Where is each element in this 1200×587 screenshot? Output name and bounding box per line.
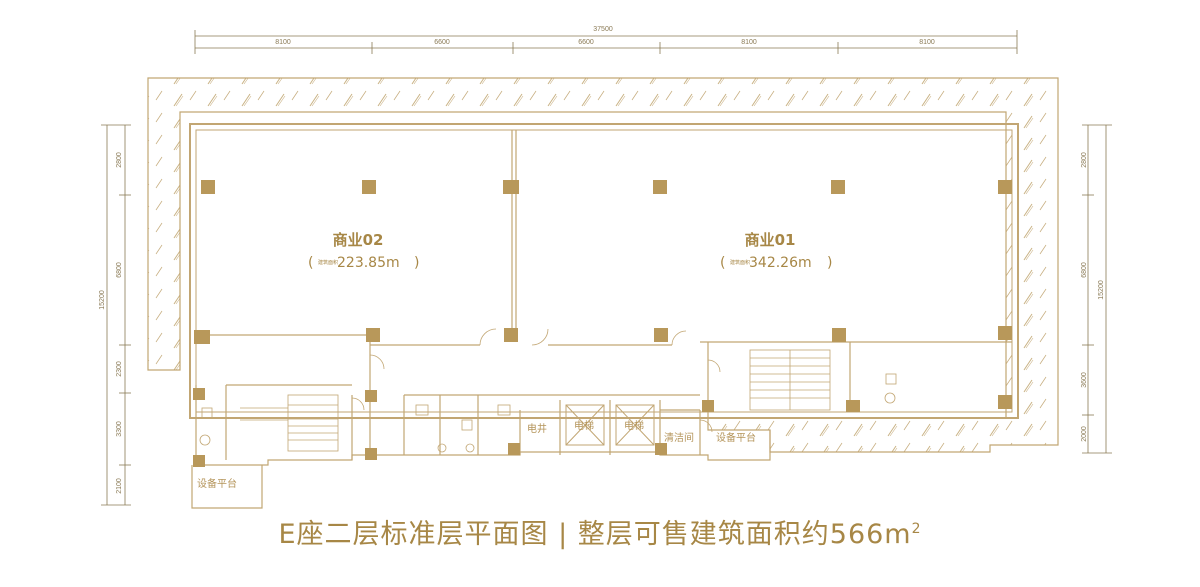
label-cleaning-room: 清洁间 <box>664 431 694 444</box>
dim-top-seg-5: 8100 <box>919 39 935 46</box>
room-area-value-commercial-02: 223.85m <box>337 255 400 271</box>
room-area-note-01: 建筑面积 <box>730 259 750 266</box>
stair-left <box>240 394 339 452</box>
top-dimension-chain <box>194 30 1018 54</box>
dim-right-seg-3: 3600 <box>1081 372 1088 388</box>
dim-top-seg-4: 8100 <box>741 39 757 46</box>
structural-columns <box>193 180 1012 467</box>
elevator-1 <box>565 404 605 446</box>
right-dimension-chain <box>1082 124 1112 454</box>
room-area-open-01: ( <box>720 255 725 271</box>
dim-top-seg-2: 6600 <box>434 39 450 46</box>
interior-partitions <box>196 130 1012 460</box>
dim-right-total: 15200 <box>1098 280 1105 300</box>
room-area-note-02: 建筑面积 <box>318 259 338 266</box>
dim-left-total: 15200 <box>99 290 106 310</box>
plan-caption-superscript: 2 <box>911 521 922 537</box>
dim-left-seg-1: 2800 <box>116 152 123 168</box>
label-elevator-1: 电梯 <box>574 419 594 432</box>
door-swings <box>351 328 721 433</box>
room-name-commercial-02: 商业02 <box>333 231 384 249</box>
plan-caption-text: E座二层标准层平面图 | 整层可售建筑面积约566m <box>278 519 912 550</box>
washroom-fixtures <box>199 373 897 453</box>
plan-caption: E座二层标准层平面图 | 整层可售建筑面积约566m2 <box>0 512 1200 551</box>
dim-top-total: 37500 <box>593 26 613 33</box>
room-name-commercial-01: 商业01 <box>745 231 796 249</box>
dim-left-seg-3: 2300 <box>116 361 123 377</box>
dim-right-seg-1: 2800 <box>1081 152 1088 168</box>
label-equipment-platform-left: 设备平台 <box>197 477 237 490</box>
room-area-value-commercial-01: 342.26m <box>749 255 812 271</box>
label-equipment-platform-right: 设备平台 <box>716 431 756 444</box>
room-area-close-02: ) <box>414 255 419 271</box>
elevator-2 <box>615 404 655 446</box>
equipment-platform-left-outline <box>191 465 263 509</box>
dim-top-seg-3: 6600 <box>578 39 594 46</box>
dim-right-seg-4: 2000 <box>1081 426 1088 442</box>
core-outline <box>195 385 771 466</box>
left-dimension-chain <box>101 124 131 506</box>
dim-left-seg-4: 3300 <box>116 421 123 437</box>
label-elevator-2: 电梯 <box>624 419 644 432</box>
stair-right <box>749 349 831 411</box>
label-electrical-shaft: 电井 <box>527 422 547 435</box>
dim-left-seg-5: 2100 <box>116 478 123 494</box>
room-area-open-02: ( <box>308 255 313 271</box>
dim-right-seg-2: 6800 <box>1081 262 1088 278</box>
balcony-ring <box>147 77 1059 453</box>
dim-top-seg-1: 8100 <box>275 39 291 46</box>
dim-left-seg-2: 6800 <box>116 262 123 278</box>
building-inner-wall <box>195 129 1013 413</box>
room-area-close-01: ) <box>827 255 832 271</box>
